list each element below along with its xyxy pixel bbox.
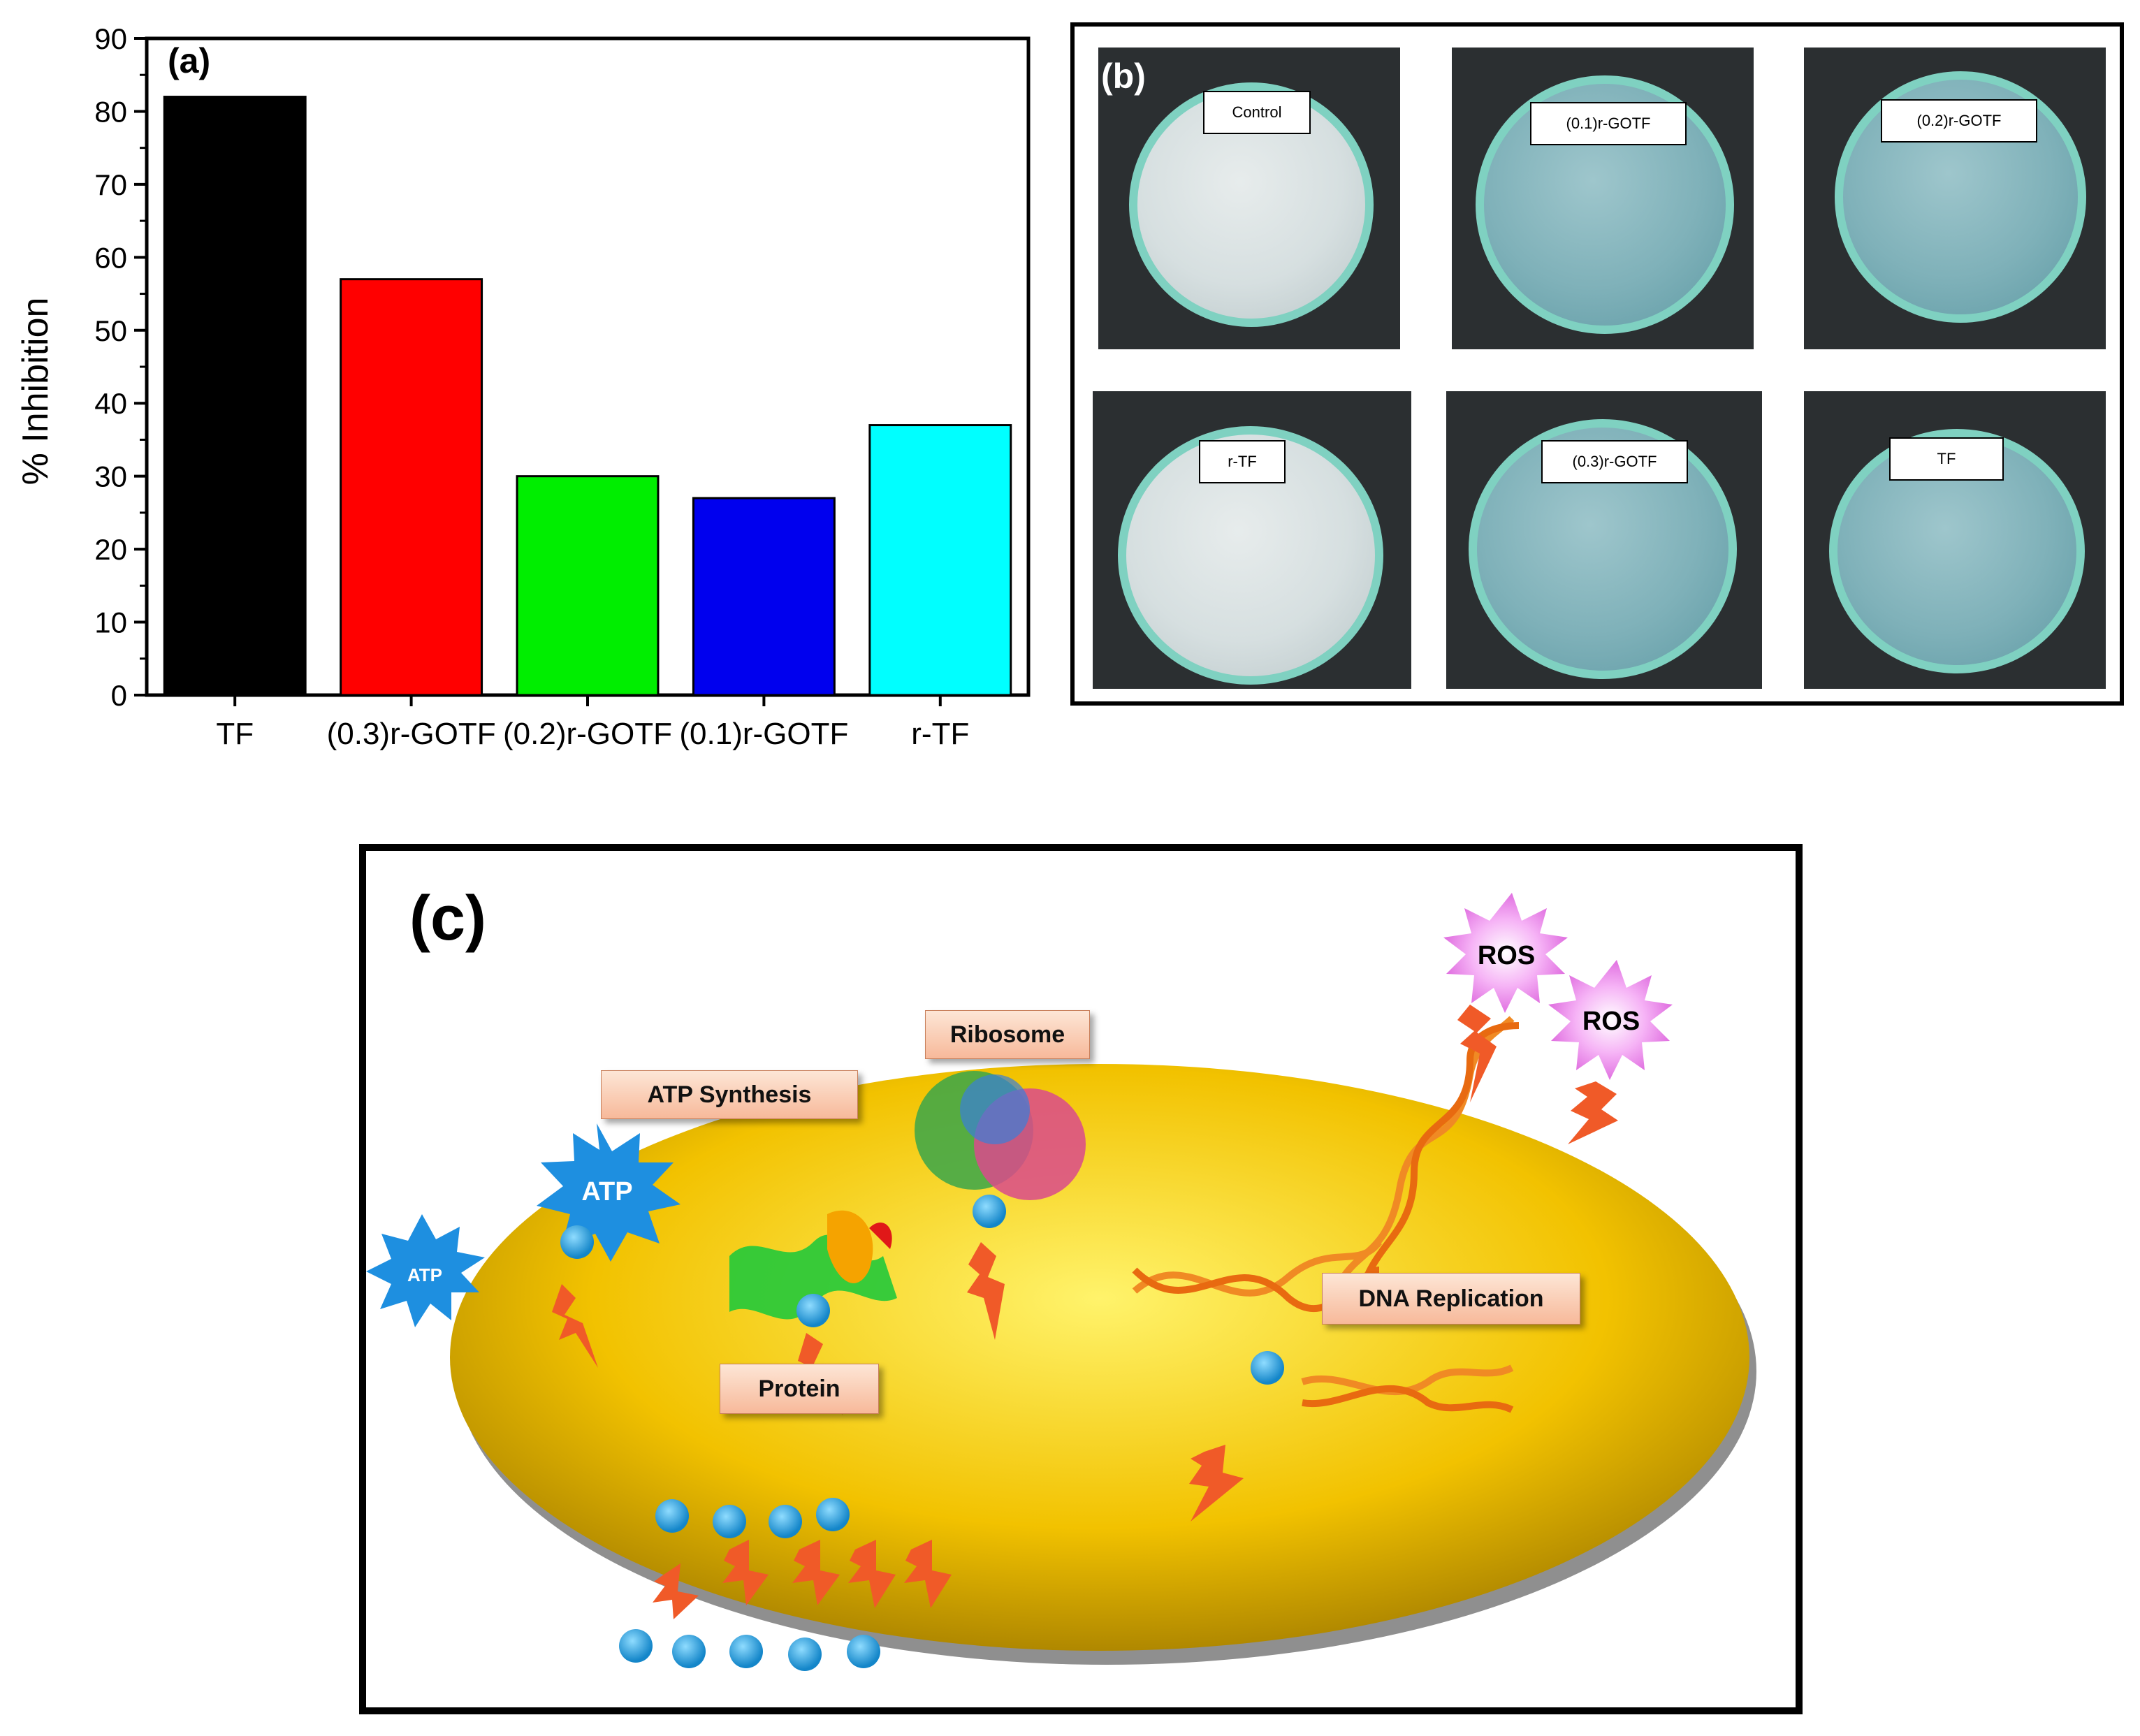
atp-label-large: ATP [581,1177,632,1206]
y-tick-label: 50 [94,314,127,347]
ribosome-label: Ribosome [925,1010,1090,1059]
y-tick-label: 20 [94,533,127,566]
panel-c-label: (c) [409,884,486,954]
mechanism-illustration: ROS ROS ATP ATP [366,893,1756,1671]
y-tick-label: 80 [94,95,127,128]
y-tick-label: 70 [94,168,127,201]
atp-synthesis-label: ATP Synthesis [601,1070,858,1119]
y-tick-label: 60 [94,241,127,274]
atp-label-small: ATP [407,1264,442,1285]
y-axis-label: % Inhibition [15,298,56,486]
bacterial-cell [450,1064,1749,1651]
ros-burst-2 [1548,960,1673,1080]
plate-label: (0.3)r-GOTF [1541,440,1688,483]
panel-b-label: (b) [1101,57,1146,96]
y-tick-label: 0 [111,679,127,712]
y-tick-label: 10 [94,606,127,639]
panel-a-label: (a) [168,41,210,80]
plate-label: (0.1)r-GOTF [1530,102,1687,145]
chart-ticks: TF (0.3)r-GOTF(0.2)r-GOTF(0.1)r-GOTF r-TF 0… [94,22,969,751]
plate-photo-r-tf: r-TF [1093,391,1411,689]
nanoparticles [560,1195,1284,1671]
plate-photo-control: Control [1098,48,1400,349]
bar-3 [692,497,836,696]
plate-photo-02-r-gotf: (0.2)r-GOTF [1804,48,2106,349]
protein-structure [729,1210,897,1320]
plate-label: Control [1203,91,1311,134]
plate-photo-01-r-gotf: (0.1)r-GOTF [1452,48,1754,349]
bar-1 [340,278,483,696]
plate-photo-tf: TF [1804,391,2106,689]
atp-star-small [366,1214,485,1327]
protein-label: Protein [720,1364,879,1414]
plate-photos-panel: (b) Control (0.1)r-GOTF (0.2)r-GOTF r-TF… [1070,22,2124,706]
y-tick-label: 40 [94,387,127,420]
chart-bars [163,96,1012,696]
x-tick-label: (0.2)r-GOTF [503,717,672,751]
ros-label-1: ROS [1478,941,1535,970]
mechanism-schematic-panel: (c) ROS [359,844,1803,1714]
y-tick-label: 30 [94,460,127,493]
bar-2 [516,475,660,696]
plate-photo-03-r-gotf: (0.3)r-GOTF [1446,391,1762,689]
bar-0 [163,96,307,696]
plate-label: r-TF [1199,440,1286,483]
x-tick-label: (0.3)r-GOTF [327,717,496,751]
ribosome-structure [915,1071,1086,1200]
x-tick-label: r-TF [911,717,969,751]
y-tick-label: 90 [94,22,127,55]
plate-label: TF [1889,437,2004,481]
ros-label-2: ROS [1582,1007,1640,1036]
x-tick-label: TF [216,717,254,751]
bolt-icons [552,1005,1618,1619]
ros-burst-1 [1443,893,1568,1013]
x-tick-label: (0.1)r-GOTF [679,717,848,751]
inhibition-bar-chart: TF (0.3)r-GOTF(0.2)r-GOTF(0.1)r-GOTF r-TF 0… [15,22,1031,751]
dna-replication-label: DNA Replication [1322,1273,1580,1325]
plate-label: (0.2)r-GOTF [1881,99,2037,143]
bar-4 [868,424,1012,696]
